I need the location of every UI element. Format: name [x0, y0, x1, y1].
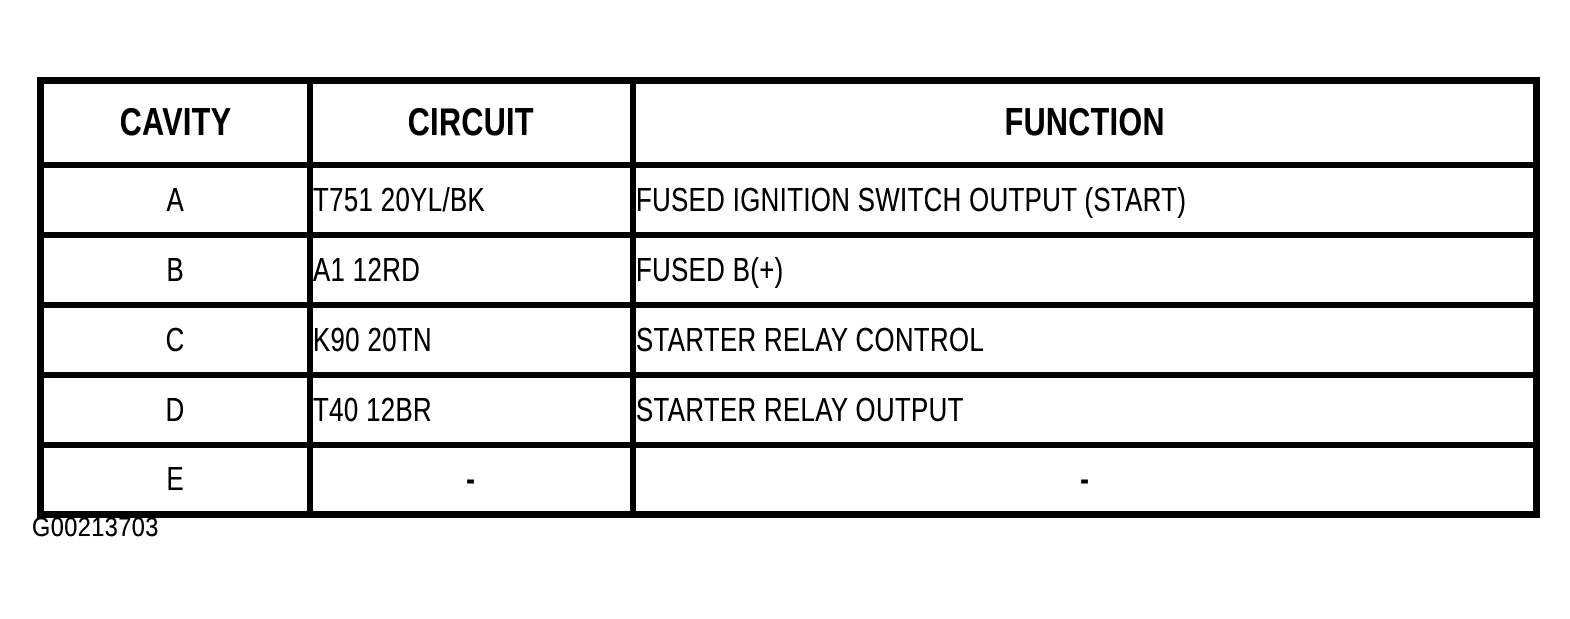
cavity-value: E [166, 460, 185, 498]
circuit-value: T40 12BR [312, 390, 432, 428]
cavity-value: B [166, 250, 185, 288]
function-value: - [1079, 460, 1089, 498]
header-row: CAVITY CIRCUIT FUNCTION [37, 77, 1540, 168]
table-row-e: E - - [37, 441, 1540, 518]
table-row-c: C K90 20TN STARTER RELAY CONTROL [37, 301, 1540, 378]
cavity-cell: E [37, 441, 313, 518]
figure-id-text: G00213703 [32, 512, 159, 542]
circuit-cell: A1 12RD [306, 231, 636, 308]
circuit-value: K90 20TN [312, 320, 432, 358]
cavity-value: D [165, 390, 185, 428]
cavity-value: C [165, 320, 185, 358]
col-header-function-label: FUNCTION [1004, 100, 1165, 144]
table-row-b: B A1 12RD FUSED B(+) [37, 231, 1540, 308]
function-cell: - [629, 441, 1540, 518]
col-header-cavity-label: CAVITY [119, 100, 232, 144]
function-cell: FUSED IGNITION SWITCH OUTPUT (START) [629, 161, 1540, 238]
circuit-value: - [466, 460, 476, 498]
col-header-function: FUNCTION [629, 77, 1540, 168]
figure-id-caption: G00213703 [32, 512, 178, 542]
table-row-d: D T40 12BR STARTER RELAY OUTPUT [37, 371, 1540, 448]
cavity-cell: C [37, 301, 313, 378]
col-header-cavity: CAVITY [37, 77, 313, 168]
cavity-cell: B [37, 231, 313, 308]
col-header-circuit-label: CIRCUIT [407, 100, 535, 144]
function-cell: STARTER RELAY CONTROL [629, 301, 1540, 378]
circuit-value: T751 20YL/BK [312, 180, 485, 218]
function-value: FUSED B(+) [635, 250, 784, 288]
function-value: STARTER RELAY OUTPUT [635, 390, 964, 428]
circuit-cell: T751 20YL/BK [306, 161, 636, 238]
function-cell: FUSED B(+) [629, 231, 1540, 308]
table-row-a: A T751 20YL/BK FUSED IGNITION SWITCH OUT… [37, 161, 1540, 238]
circuit-cell: T40 12BR [306, 371, 636, 448]
connector-pinout-table: CAVITY CIRCUIT FUNCTION A T751 20YL/BK F… [37, 77, 1540, 518]
cavity-cell: A [37, 161, 313, 238]
circuit-cell: K90 20TN [306, 301, 636, 378]
cavity-cell: D [37, 371, 313, 448]
function-value: FUSED IGNITION SWITCH OUTPUT (START) [635, 180, 1186, 218]
function-cell: STARTER RELAY OUTPUT [629, 371, 1540, 448]
cavity-value: A [166, 180, 185, 218]
function-value: STARTER RELAY CONTROL [635, 320, 984, 358]
circuit-value: A1 12RD [312, 250, 420, 288]
col-header-circuit: CIRCUIT [306, 77, 636, 168]
circuit-cell: - [306, 441, 636, 518]
